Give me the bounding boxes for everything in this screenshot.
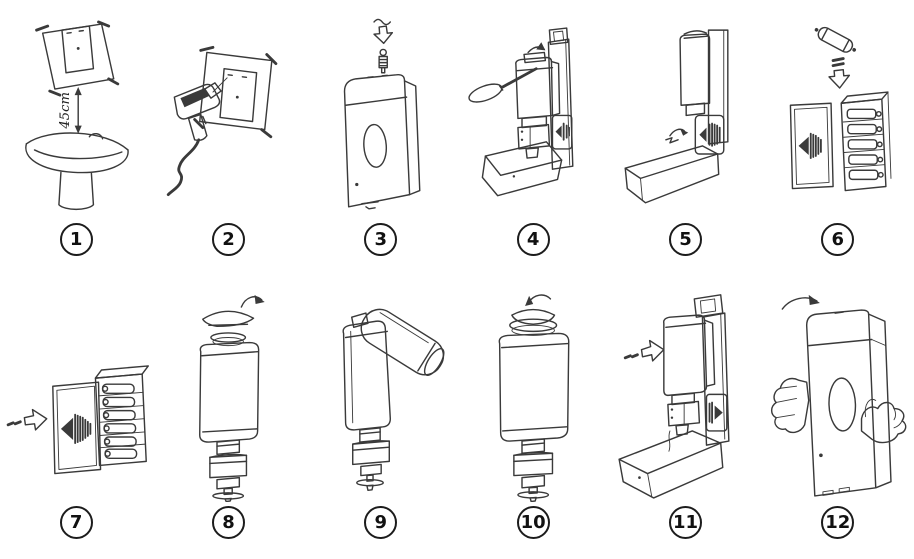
step-number-badge: 8 xyxy=(211,506,245,539)
height-annotation: 45cm xyxy=(58,92,73,130)
step-number-badge: 1 xyxy=(59,223,93,256)
distance-arrow-icon: 45cm xyxy=(58,86,82,134)
step-3-panel: 3 xyxy=(305,0,457,270)
step-9-panel: 9 xyxy=(305,270,457,559)
step-8-illustration xyxy=(152,270,304,502)
pump-icon xyxy=(351,427,390,492)
step-number-badge: 10 xyxy=(516,506,550,539)
step-number-badge: 3 xyxy=(364,223,398,256)
step-5-panel: 5 xyxy=(609,0,761,270)
battery-holder-icon xyxy=(840,91,892,192)
battery-cover-icon xyxy=(789,102,834,190)
rotate-curved-arrow-icon xyxy=(781,294,820,310)
soap-bottle-icon xyxy=(199,332,260,443)
washbasin-icon xyxy=(25,132,129,211)
step-7-panel: 7 xyxy=(0,270,152,559)
step-2-panel: 2 xyxy=(152,0,304,270)
push-right-arrow-icon xyxy=(6,408,48,431)
bottle-cap-icon xyxy=(509,308,558,336)
battery-compartment-icon xyxy=(551,114,573,150)
step-5-illustration xyxy=(609,0,761,219)
battery-icon xyxy=(814,26,856,53)
step-12-panel: 12 xyxy=(762,270,914,559)
push-right-arrow-icon xyxy=(624,339,665,362)
soap-bottle-icon xyxy=(342,312,391,431)
step-3-illustration xyxy=(305,0,457,219)
drip-tray-icon xyxy=(624,145,720,204)
step-1-panel: 45cm 1 xyxy=(0,0,152,270)
step-9-illustration xyxy=(305,270,457,502)
pump-mechanism-icon xyxy=(667,392,701,452)
step-number-badge: 4 xyxy=(516,223,550,256)
pump-icon xyxy=(209,439,248,502)
drill-icon xyxy=(167,77,228,197)
key-icon xyxy=(378,48,388,74)
soap-bottle-icon xyxy=(498,332,570,442)
step-number-badge: 5 xyxy=(668,223,702,256)
step-4-illustration xyxy=(457,0,609,219)
screwdriver-icon xyxy=(468,42,546,103)
battery-cover-icon xyxy=(52,381,102,475)
soap-bottle-icon xyxy=(679,30,711,117)
step-1-illustration: 45cm xyxy=(0,0,152,219)
left-hand-icon xyxy=(770,377,810,434)
battery-compartment-icon xyxy=(694,114,725,155)
close-curved-arrow-icon xyxy=(525,294,552,306)
soap-bottle-icon xyxy=(515,51,561,120)
open-curved-arrow-icon xyxy=(240,294,266,308)
soap-bottle-icon xyxy=(663,314,716,397)
battery-compartment-icon xyxy=(706,393,728,432)
latch-clip-arrow-icon xyxy=(665,128,689,144)
step-8-panel: 8 xyxy=(152,270,304,559)
step-11-panel: 11 xyxy=(609,270,761,559)
step-number-badge: 2 xyxy=(211,223,245,256)
insert-down-arrow-icon xyxy=(373,18,393,45)
right-hand-icon xyxy=(860,399,907,444)
step-7-illustration xyxy=(0,270,152,502)
step-12-illustration xyxy=(762,270,914,502)
step-number-badge: 12 xyxy=(821,506,855,539)
wall-plate-icon xyxy=(693,294,730,446)
bottle-cap-icon xyxy=(202,310,255,328)
battery-holder-icon xyxy=(94,365,149,467)
step-10-illustration xyxy=(457,270,609,502)
wall-plate-icon xyxy=(547,27,574,170)
step-6-panel: 6 xyxy=(762,0,914,270)
dispenser-front-icon xyxy=(343,73,421,210)
mounting-template-icon xyxy=(35,20,120,97)
step-number-badge: 7 xyxy=(59,506,93,539)
drip-tray-icon xyxy=(618,430,724,499)
refill-bottle-icon xyxy=(360,308,445,377)
drip-tray-icon xyxy=(481,141,563,197)
step-4-panel: 4 xyxy=(457,0,609,270)
step-number-badge: 9 xyxy=(364,506,398,539)
step-2-illustration xyxy=(152,0,304,219)
pump-icon xyxy=(513,438,554,502)
step-number-badge: 6 xyxy=(821,223,855,256)
step-number-badge: 11 xyxy=(668,506,702,539)
step-11-illustration xyxy=(609,270,761,502)
pump-mechanism-icon xyxy=(517,115,551,159)
insert-down-arrow-icon xyxy=(827,57,850,89)
step-10-panel: 10 xyxy=(457,270,609,559)
step-6-illustration xyxy=(762,0,914,219)
dispenser-cover-icon xyxy=(805,309,892,497)
